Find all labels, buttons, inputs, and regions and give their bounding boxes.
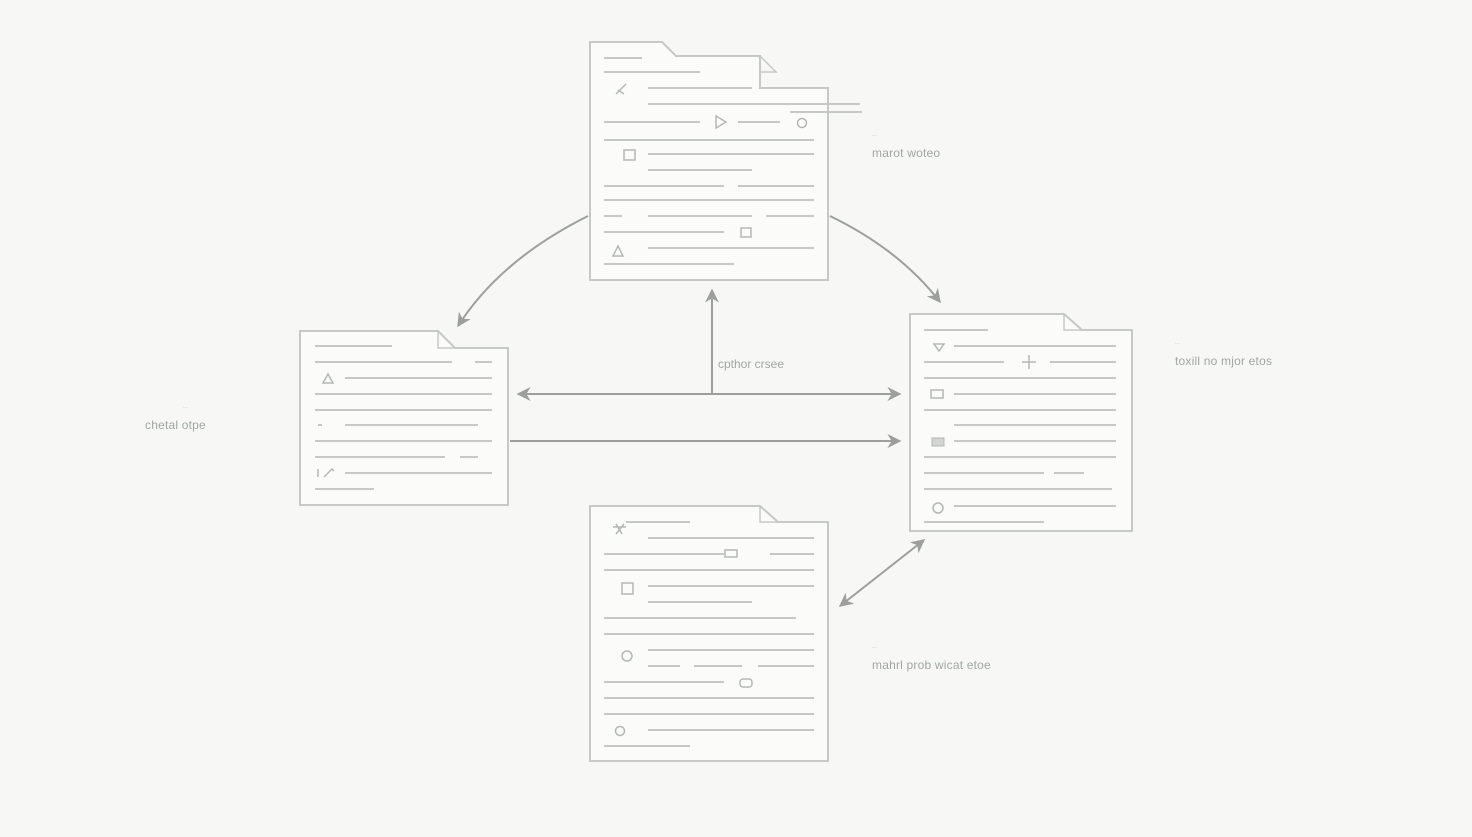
- tag-icon: [724, 549, 738, 558]
- heart-icon: [932, 343, 946, 353]
- cloud-icon: [739, 678, 753, 688]
- label-right-text: toxill no mjor etos: [1175, 354, 1273, 368]
- label-top-right-text: marot woteo: [872, 146, 941, 160]
- label-center: cpthor crsee: [718, 357, 785, 371]
- label-bottom-right: ... mahrl prob wicat etoe: [872, 644, 991, 672]
- play-icon: [715, 114, 728, 130]
- label-right-caption: ...: [1175, 340, 1181, 346]
- clock-icon: [614, 725, 626, 737]
- document-left: [299, 330, 509, 506]
- pen-icon: [615, 83, 627, 95]
- label-left-caption: ...: [183, 404, 189, 410]
- box-icon: [931, 437, 945, 447]
- plus-icon: [1022, 355, 1036, 369]
- document-right: [909, 313, 1133, 532]
- arrow-top-to-left: [457, 215, 589, 328]
- star-icon: [613, 523, 626, 535]
- camera-icon: [740, 227, 752, 238]
- globe-icon: [932, 502, 944, 514]
- link-icon: [930, 389, 944, 399]
- document-bottom: [589, 505, 829, 762]
- triangle-icon: [321, 372, 335, 384]
- label-left: ... chetal otpe: [145, 404, 206, 432]
- square-icon: [621, 582, 634, 595]
- circle-icon: [796, 117, 808, 129]
- image-icon: [623, 149, 636, 161]
- label-bottom-right-text: mahrl prob wicat etoe: [872, 658, 991, 672]
- arrow-top-to-right: [829, 215, 941, 304]
- label-top-right-caption: ...: [872, 132, 878, 138]
- settings-icon: [621, 650, 633, 662]
- arrow-icon: [317, 467, 335, 478]
- document-top: [589, 41, 862, 281]
- label-right: ... toxill no mjor etos: [1175, 340, 1272, 368]
- label-top-right: ... marot woteo: [872, 132, 940, 160]
- user-icon: [611, 244, 625, 257]
- arrow-bottom-right-bidirectional: [838, 539, 926, 607]
- label-bottom-right-caption: ...: [872, 644, 878, 650]
- label-left-text: chetal otpe: [145, 418, 206, 432]
